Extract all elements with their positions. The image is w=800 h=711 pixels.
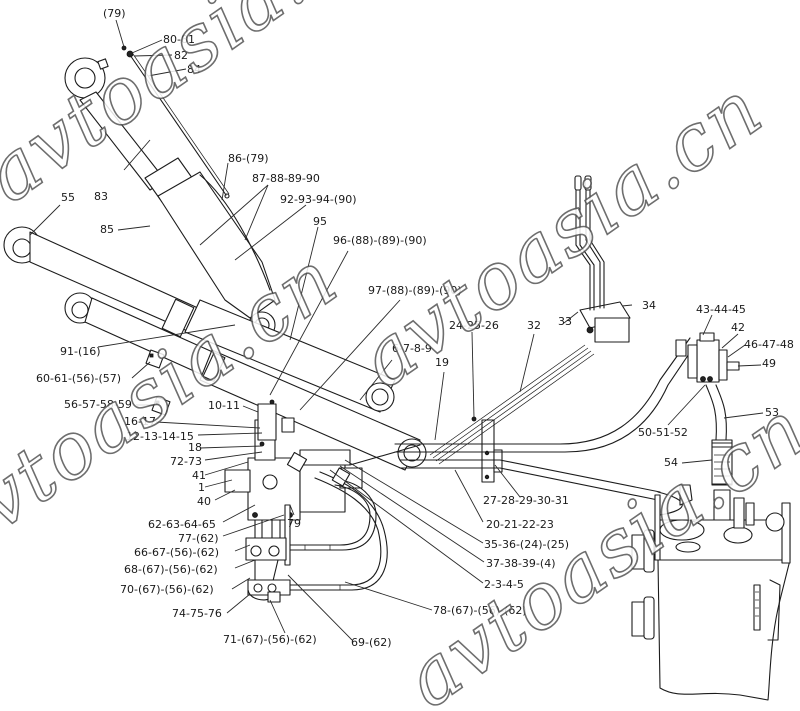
label-40: 40 <box>197 495 211 508</box>
label-16-17: 16-17 <box>124 415 156 428</box>
label-53: 53 <box>765 406 779 419</box>
label-34: 34 <box>642 299 656 312</box>
label-84: 84 <box>187 63 201 76</box>
label-87-88-89-90: 87-88-89-90 <box>252 172 320 185</box>
label-80-81: 80-81 <box>163 33 195 46</box>
label-85: 85 <box>100 223 114 236</box>
label-12-13-14-15: 12-13-14-15 <box>126 430 194 443</box>
rod-84 <box>121 45 230 199</box>
label-27-28-29-30-31: 27-28-29-30-31 <box>483 494 569 507</box>
label-50-51-52: 50-51-52 <box>638 426 688 439</box>
label-74-75-76: 74-75-76 <box>172 607 222 620</box>
label-86-79: 86-(79) <box>228 152 269 165</box>
label-70-67-56-62: 70-(67)-(56)-(62) <box>120 583 214 596</box>
label-35-36-24-25: 35-36-(24)-(25) <box>484 538 569 551</box>
label-83: 83 <box>94 190 108 203</box>
label-20-21-22-23: 20-21-22-23 <box>486 518 554 531</box>
pilot-lines-32 <box>429 344 595 465</box>
label-19: 19 <box>435 356 449 369</box>
label-60-61-56-57: 60-61-(56)-(57) <box>36 372 121 385</box>
label-10-11: 10-11 <box>208 399 240 412</box>
label-68-67-56-62: 68-(67)-(56)-(62) <box>124 563 218 576</box>
suction-hose-53-54 <box>705 384 733 526</box>
label-79: 79 <box>287 517 301 530</box>
joystick-33-34 <box>574 175 631 343</box>
label-92-93-94-90: 92-93-94-(90) <box>280 193 356 206</box>
label-55: 55 <box>61 191 75 204</box>
hose-loops <box>289 471 388 591</box>
label-37-38-39-4: 37-38-39-(4) <box>486 557 555 570</box>
label-91-16: 91-(16) <box>60 345 101 358</box>
label-72-73: 72-73 <box>170 455 202 468</box>
leader-lines <box>29 19 764 641</box>
pump-42 <box>675 332 740 383</box>
label-69-62: 69-(62) <box>351 636 392 649</box>
label-66-67-56-62: 66-67-(56)-(62) <box>134 546 219 559</box>
label-77-62: 77-(62) <box>178 532 219 545</box>
label-2-3-4-5: 2-3-4-5 <box>484 578 524 591</box>
label-78-67-56-62: 78-(67)-(56)-(62) <box>433 604 527 617</box>
label-82: 82 <box>174 49 188 62</box>
label-79-top: (79) <box>103 7 126 20</box>
part-labels: (79) 80-81 82 84 83 55 85 86-(79) 87-88-… <box>36 7 794 649</box>
label-71-67-56-62: 71-(67)-(56)-(62) <box>223 633 317 646</box>
label-18: 18 <box>188 441 202 454</box>
label-46-47-48: 46-47-48 <box>744 338 794 351</box>
label-95: 95 <box>313 215 327 228</box>
valve-fittings <box>257 399 351 487</box>
label-24-25-26: 24-25-26 <box>449 319 499 332</box>
label-96-88-89-90: 96-(88)-(89)-(90) <box>333 234 427 247</box>
label-49: 49 <box>762 357 776 370</box>
lower-cylinder <box>64 292 427 471</box>
label-6-7-8-9: 6-7-8-9 <box>392 342 432 355</box>
label-54: 54 <box>664 456 678 469</box>
label-32: 32 <box>527 319 541 332</box>
label-56-57-58-59: 56-57-58-59 <box>64 398 132 411</box>
label-1: 1 <box>198 481 205 494</box>
label-62-63-64-65: 62-63-64-65 <box>148 518 216 531</box>
label-97-88-89-90: 97-(88)-(89)-(90) <box>368 284 462 297</box>
hydraulic-tank <box>631 484 791 701</box>
fitting-blocks <box>145 349 171 416</box>
label-33: 33 <box>558 315 572 328</box>
label-42: 42 <box>731 321 745 334</box>
label-43-44-45: 43-44-45 <box>696 303 746 316</box>
label-41: 41 <box>192 469 206 482</box>
valve-down-pipes <box>245 504 291 603</box>
main-pipes <box>349 337 696 516</box>
